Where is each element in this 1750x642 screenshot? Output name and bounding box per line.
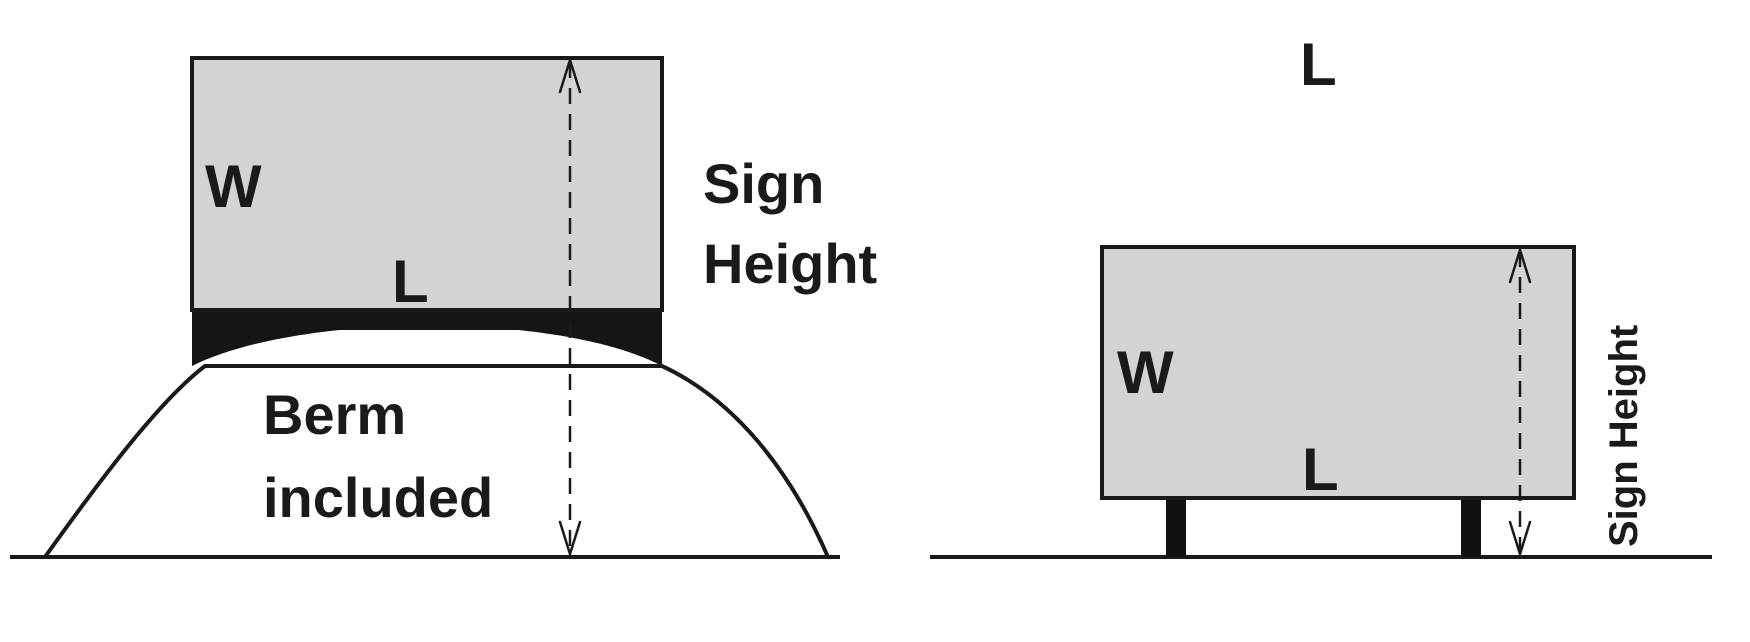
left-post xyxy=(1166,498,1186,557)
right-sign-face xyxy=(1100,245,1576,500)
left-panel-monument-sign: W L Sign Height Berm included xyxy=(10,55,877,559)
right-sign-height-label: Sign Height xyxy=(1602,325,1646,547)
sign-base-bar-top xyxy=(192,310,662,330)
left-sign-height-label-line2: Height xyxy=(703,232,877,295)
left-width-label: W xyxy=(205,153,262,220)
left-sign-face xyxy=(190,56,664,312)
right-length-label: L xyxy=(1302,436,1339,503)
berm-mound xyxy=(41,364,832,559)
left-height-arrow-bottom xyxy=(558,520,582,559)
right-width-label: W xyxy=(1117,339,1174,406)
berm-label-line1: Berm xyxy=(263,383,406,446)
right-panel-post-sign: L W L Sign Height xyxy=(930,31,1712,559)
right-top-length-label: L xyxy=(1300,31,1337,98)
berm-label-line2: included xyxy=(263,466,493,529)
right-height-arrow-bottom xyxy=(1508,520,1532,559)
right-post xyxy=(1461,498,1481,557)
left-height-arrow-top xyxy=(558,55,582,94)
right-height-arrow-top xyxy=(1508,245,1532,284)
left-length-label: L xyxy=(392,248,429,315)
left-sign-height-label-line1: Sign xyxy=(703,152,824,215)
